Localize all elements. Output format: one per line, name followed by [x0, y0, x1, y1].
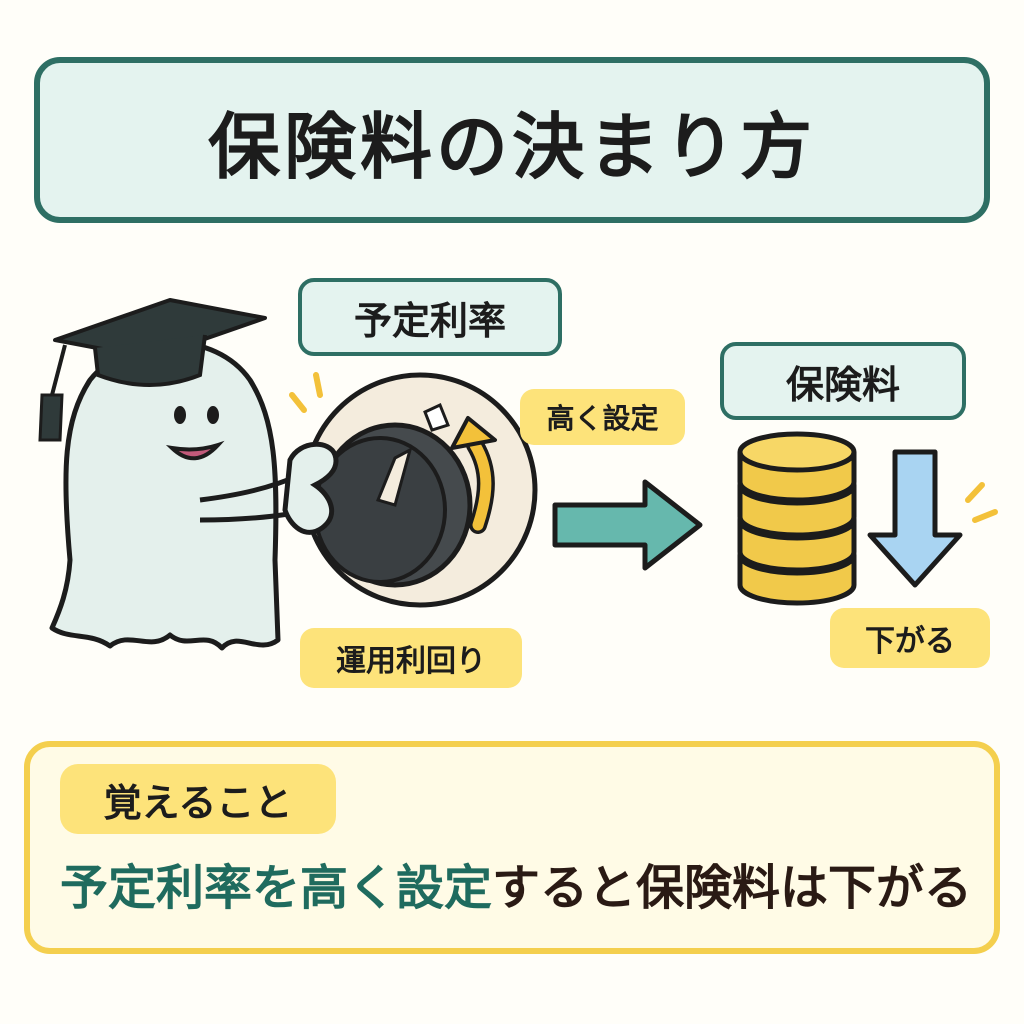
- chip-sagaru: 下がる: [830, 608, 990, 668]
- sparkle-icon: [965, 482, 998, 523]
- chip-unyo-rimawari: 運用利回り: [300, 628, 522, 688]
- ghost-graduate-icon: [38, 298, 326, 651]
- page-title: 保険料の決まり方: [207, 104, 816, 189]
- memo-rest-text: すると保険料は下がる: [492, 860, 973, 916]
- memo-heading: 覚えること: [60, 764, 336, 834]
- rising-arrow-icon: [450, 416, 497, 534]
- memo-sentence: 予定利率を高く設定すると保険料は下がる: [60, 850, 980, 926]
- label-hokenryo: 保険料: [720, 342, 966, 420]
- label-yotei-riritsu: 予定利率: [298, 278, 562, 356]
- dial-knob-icon: [282, 422, 473, 588]
- down-arrow-icon: [867, 449, 963, 588]
- coin-stack-icon: [737, 431, 857, 606]
- chip-takaku-settei: 高く設定: [520, 389, 685, 445]
- sparkle-icon: [289, 372, 323, 413]
- memo-accent-text: 予定利率を高く設定: [60, 860, 493, 916]
- title-box: 保険料の決まり方: [34, 57, 990, 223]
- right-arrow-icon: [552, 479, 703, 571]
